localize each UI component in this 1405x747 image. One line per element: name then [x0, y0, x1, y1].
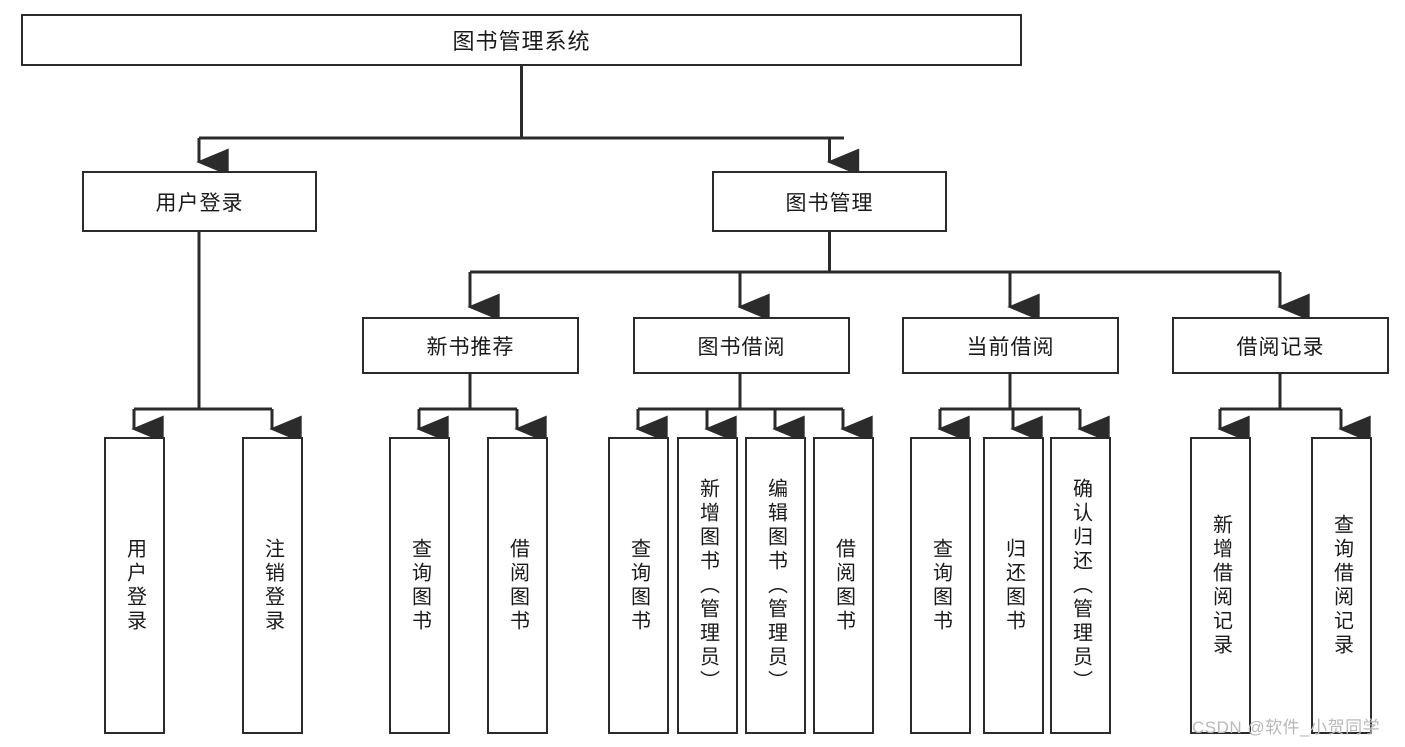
node-user-login-label: 用户登录 — [155, 191, 244, 215]
leaf-add-borrow-record[interactable]: 新增借阅记录 — [1190, 437, 1251, 734]
csdn-watermark: CSDN @软件_小贺同学 — [1192, 718, 1381, 737]
node-book-management-label: 图书管理 — [785, 191, 874, 215]
leaf-logout[interactable]: 注销登录 — [242, 437, 303, 734]
edges-borrow-to-leaves — [635, 374, 873, 443]
edges-root-to-level2 — [196, 66, 860, 176]
node-book-borrow[interactable]: 图书借阅 — [633, 317, 850, 374]
node-book-management[interactable]: 图书管理 — [712, 171, 947, 232]
node-root-label: 图书管理系统 — [452, 29, 591, 54]
node-book-borrow-label: 图书借阅 — [697, 335, 786, 359]
edges-userlogin-to-leaves — [131, 232, 302, 443]
edges-booksmgmt-to-level3 — [467, 232, 1310, 321]
leaf-label: 查询图书 — [627, 537, 650, 634]
leaf-label: 查询图书 — [929, 537, 952, 634]
edges-current-to-leaves — [937, 374, 1110, 443]
leaf-query-books-current[interactable]: 查询图书 — [910, 437, 971, 734]
node-current-borrow-label: 当前借阅 — [966, 335, 1055, 359]
leaf-label: 借阅图书 — [506, 537, 529, 634]
leaf-user-login[interactable]: 用户登录 — [104, 437, 165, 734]
leaf-borrow-books[interactable]: 借阅图书 — [813, 437, 874, 734]
node-new-book-recommend-label: 新书推荐 — [426, 335, 515, 359]
leaf-label: 归还图书 — [1002, 537, 1025, 634]
leaf-label: 编辑图书（管理员） — [764, 477, 787, 694]
leaf-label: 确认归还（管理员） — [1069, 477, 1092, 694]
leaf-edit-book-admin[interactable]: 编辑图书（管理员） — [745, 437, 806, 734]
node-borrow-records-label: 借阅记录 — [1236, 335, 1325, 359]
leaf-label: 注销登录 — [261, 537, 284, 634]
leaf-label: 新增图书（管理员） — [696, 477, 719, 694]
node-current-borrow[interactable]: 当前借阅 — [902, 317, 1119, 374]
leaf-label: 新增借阅记录 — [1209, 513, 1232, 658]
leaf-query-borrow-record[interactable]: 查询借阅记录 — [1311, 437, 1372, 734]
leaf-label: 用户登录 — [123, 537, 146, 634]
leaf-query-books-borrow[interactable]: 查询图书 — [608, 437, 669, 734]
node-user-login[interactable]: 用户登录 — [82, 171, 317, 232]
node-root[interactable]: 图书管理系统 — [21, 14, 1022, 66]
edges-records-to-leaves — [1217, 374, 1371, 443]
leaf-confirm-return-admin[interactable]: 确认归还（管理员） — [1050, 437, 1111, 734]
leaf-query-books-new[interactable]: 查询图书 — [389, 437, 450, 734]
node-borrow-records[interactable]: 借阅记录 — [1172, 317, 1389, 374]
leaf-label: 查询图书 — [408, 537, 431, 634]
edges-newbooks-to-leaves — [416, 374, 547, 443]
leaf-label: 借阅图书 — [832, 537, 855, 634]
node-new-book-recommend[interactable]: 新书推荐 — [362, 317, 579, 374]
leaf-return-books[interactable]: 归还图书 — [983, 437, 1044, 734]
leaf-add-book-admin[interactable]: 新增图书（管理员） — [677, 437, 738, 734]
leaf-label: 查询借阅记录 — [1330, 513, 1353, 658]
leaf-borrow-books-new[interactable]: 借阅图书 — [487, 437, 548, 734]
